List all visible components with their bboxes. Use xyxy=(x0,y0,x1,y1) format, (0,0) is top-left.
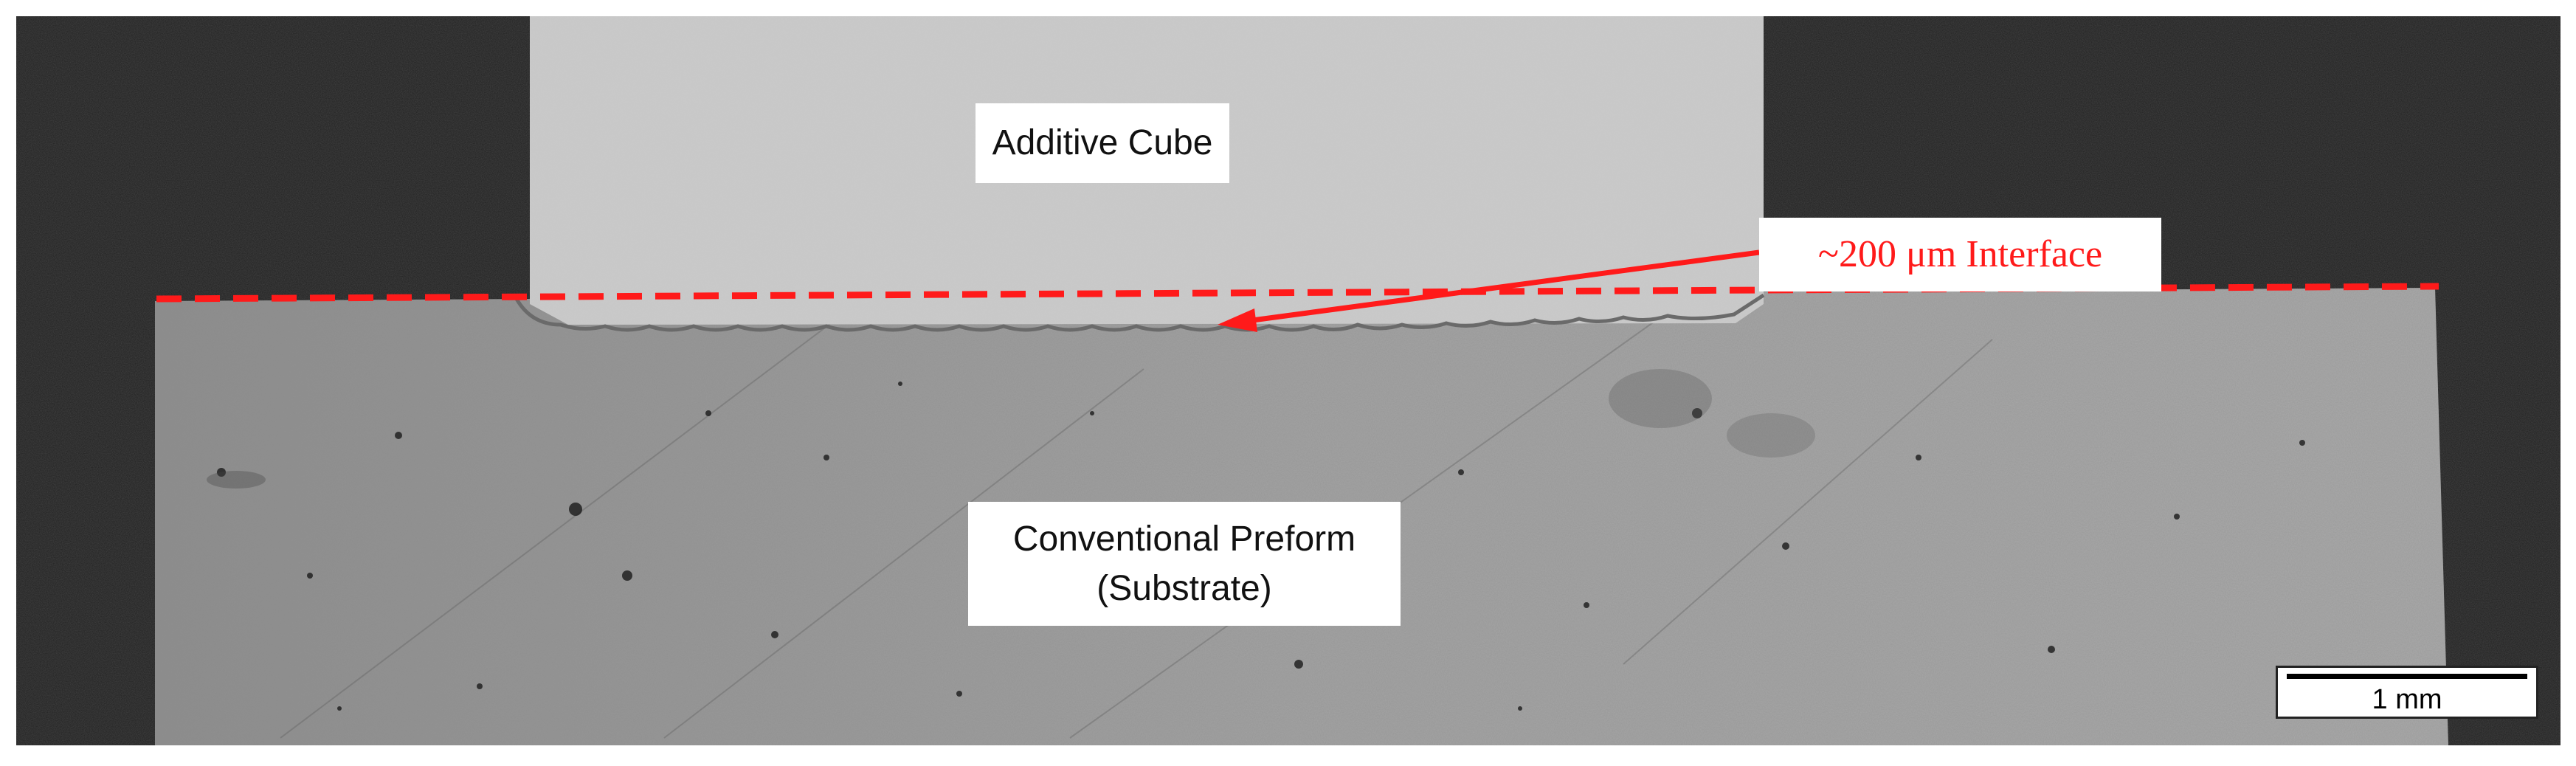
scale-bar-label: 1 mm xyxy=(2372,684,2442,715)
interface-annotation-text: ~200 μm Interface xyxy=(1817,232,2103,275)
interface-annotation: ~200 μm Interface xyxy=(1759,218,2161,291)
scale-bar-line xyxy=(2287,674,2527,679)
scale-bar: 1 mm xyxy=(2276,666,2538,719)
additive-cube-label: Additive Cube xyxy=(976,103,1229,183)
preform-text-line1: Conventional Preform xyxy=(1012,519,1356,559)
additive-cube-text: Additive Cube xyxy=(992,123,1213,163)
interface-arrow xyxy=(1218,249,1760,332)
interface-boundary xyxy=(514,293,1765,332)
preform-text-line2: (Substrate) xyxy=(1097,569,1272,608)
conventional-preform-label: Conventional Preform (Substrate) xyxy=(968,502,1401,626)
